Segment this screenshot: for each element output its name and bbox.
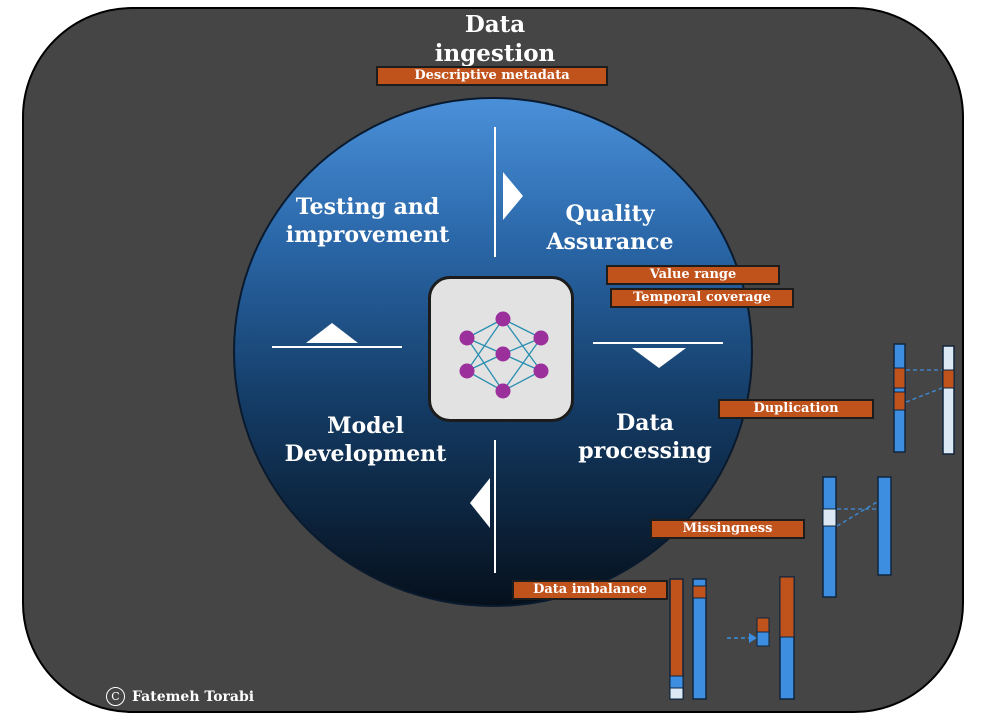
stage-model-line2: Development bbox=[284, 441, 447, 467]
stage-data-processing: Data processing bbox=[565, 409, 725, 465]
missingness-illustration bbox=[822, 476, 892, 598]
tag-data-imbalance: Data imbalance bbox=[512, 580, 668, 600]
stage-quality-assurance: Quality Assurance bbox=[535, 200, 685, 256]
arrow-right-icon bbox=[503, 172, 523, 220]
data-imbalance-illustration bbox=[669, 576, 795, 700]
stage-testing-improvement: Testing and improvement bbox=[280, 193, 455, 249]
divider-left bbox=[272, 346, 402, 348]
stage-testing-line1: Testing and bbox=[295, 194, 440, 220]
divider-top bbox=[494, 127, 496, 257]
stage-ingestion-line1: Data bbox=[464, 11, 526, 38]
duplication-illustration bbox=[893, 343, 955, 455]
stage-testing-line2: improvement bbox=[285, 222, 450, 248]
tag-duplication: Duplication bbox=[718, 399, 874, 419]
author-name: Fatemeh Torabi bbox=[132, 688, 255, 705]
arrow-left-icon bbox=[470, 478, 490, 528]
neural-network-icon bbox=[459, 311, 549, 399]
stage-processing-line1: Data bbox=[616, 410, 674, 436]
author-credit: C Fatemeh Torabi bbox=[106, 687, 254, 706]
stage-model-development: Model Development bbox=[278, 412, 453, 468]
stage-model-line1: Model bbox=[327, 413, 404, 439]
arrow-down-icon bbox=[632, 348, 686, 368]
divider-right bbox=[593, 342, 723, 344]
copyright-icon: C bbox=[106, 687, 125, 706]
tag-descriptive-metadata: Descriptive metadata bbox=[376, 66, 608, 86]
tag-missingness: Missingness bbox=[650, 519, 805, 539]
tag-temporal-coverage: Temporal coverage bbox=[610, 288, 794, 308]
arrow-up-icon bbox=[306, 323, 358, 343]
stage-quality-line1: Quality bbox=[565, 201, 655, 227]
stage-processing-line2: processing bbox=[578, 438, 712, 464]
stage-quality-line2: Assurance bbox=[546, 229, 674, 255]
stage-data-ingestion: Data ingestion bbox=[425, 10, 565, 68]
neural-network-card bbox=[428, 276, 574, 422]
stage-ingestion-line2: ingestion bbox=[434, 40, 556, 67]
divider-bottom bbox=[494, 440, 496, 573]
tag-value-range: Value range bbox=[606, 265, 780, 285]
